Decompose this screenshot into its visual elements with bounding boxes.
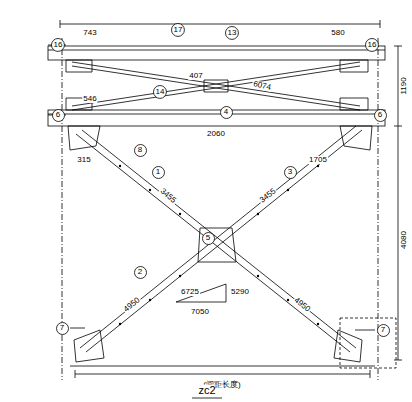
callout-circle: 7 (377, 324, 390, 337)
callout-number: 7 (56, 322, 69, 333)
callout-circle: 4 (220, 106, 233, 119)
callout-number: 6 (52, 109, 65, 120)
drawing-caption: zc2 (198, 385, 215, 396)
callout-number: 2 (134, 266, 147, 277)
dimension-text: 2060 (206, 130, 226, 138)
dimension-text: 5290 (230, 288, 250, 296)
callout-circle: 1 (152, 166, 165, 179)
callout-circle: 2 (134, 266, 147, 279)
callout-number: 16 (51, 38, 65, 49)
callout-circle: 14 (153, 85, 167, 99)
callout-number: 13 (225, 26, 239, 37)
dimension-text: 6725 (180, 288, 200, 296)
callout-circle: 6 (52, 109, 65, 122)
callout-circle: 13 (225, 26, 239, 40)
dimension-text: 743 (82, 29, 97, 37)
dimension-text: 580 (330, 29, 345, 37)
callout-circle: 16 (365, 38, 379, 52)
callout-number: 14 (153, 85, 167, 96)
callout-number: 8 (134, 144, 147, 155)
dimension-text: 315 (76, 156, 91, 164)
callout-number: 5 (202, 232, 215, 243)
callout-number: 3 (284, 166, 297, 177)
callout-circle: 8 (134, 144, 147, 157)
dimension-text: 3455 (258, 187, 279, 205)
dimension-text: 7050 (190, 308, 210, 316)
dimension-text: 407 (188, 72, 203, 80)
callout-number: 17 (171, 23, 185, 34)
dimension-text: 4080 (400, 230, 408, 250)
callout-number: 1 (152, 166, 165, 177)
callout-circle: 5 (202, 232, 215, 245)
callout-number: 6 (374, 109, 387, 120)
dimension-text: 3455 (158, 187, 178, 206)
callout-circle: 17 (171, 23, 185, 37)
dimension-text: 4950 (292, 296, 313, 314)
callout-circle: 16 (51, 38, 65, 52)
dimension-text: 546 (82, 95, 97, 103)
dimension-text: 1705 (308, 156, 328, 164)
callout-number: 16 (365, 38, 379, 49)
middle-beam (48, 110, 385, 126)
top-beam (48, 46, 385, 60)
callout-number: 4 (220, 106, 233, 117)
callout-circle: 3 (284, 166, 297, 179)
callout-circle: 7 (56, 322, 69, 335)
dimension-text: 4950 (122, 296, 142, 315)
callout-number: 7 (377, 324, 390, 335)
dimension-text: 1190 (400, 76, 408, 95)
callout-circle: 6 (374, 109, 387, 122)
